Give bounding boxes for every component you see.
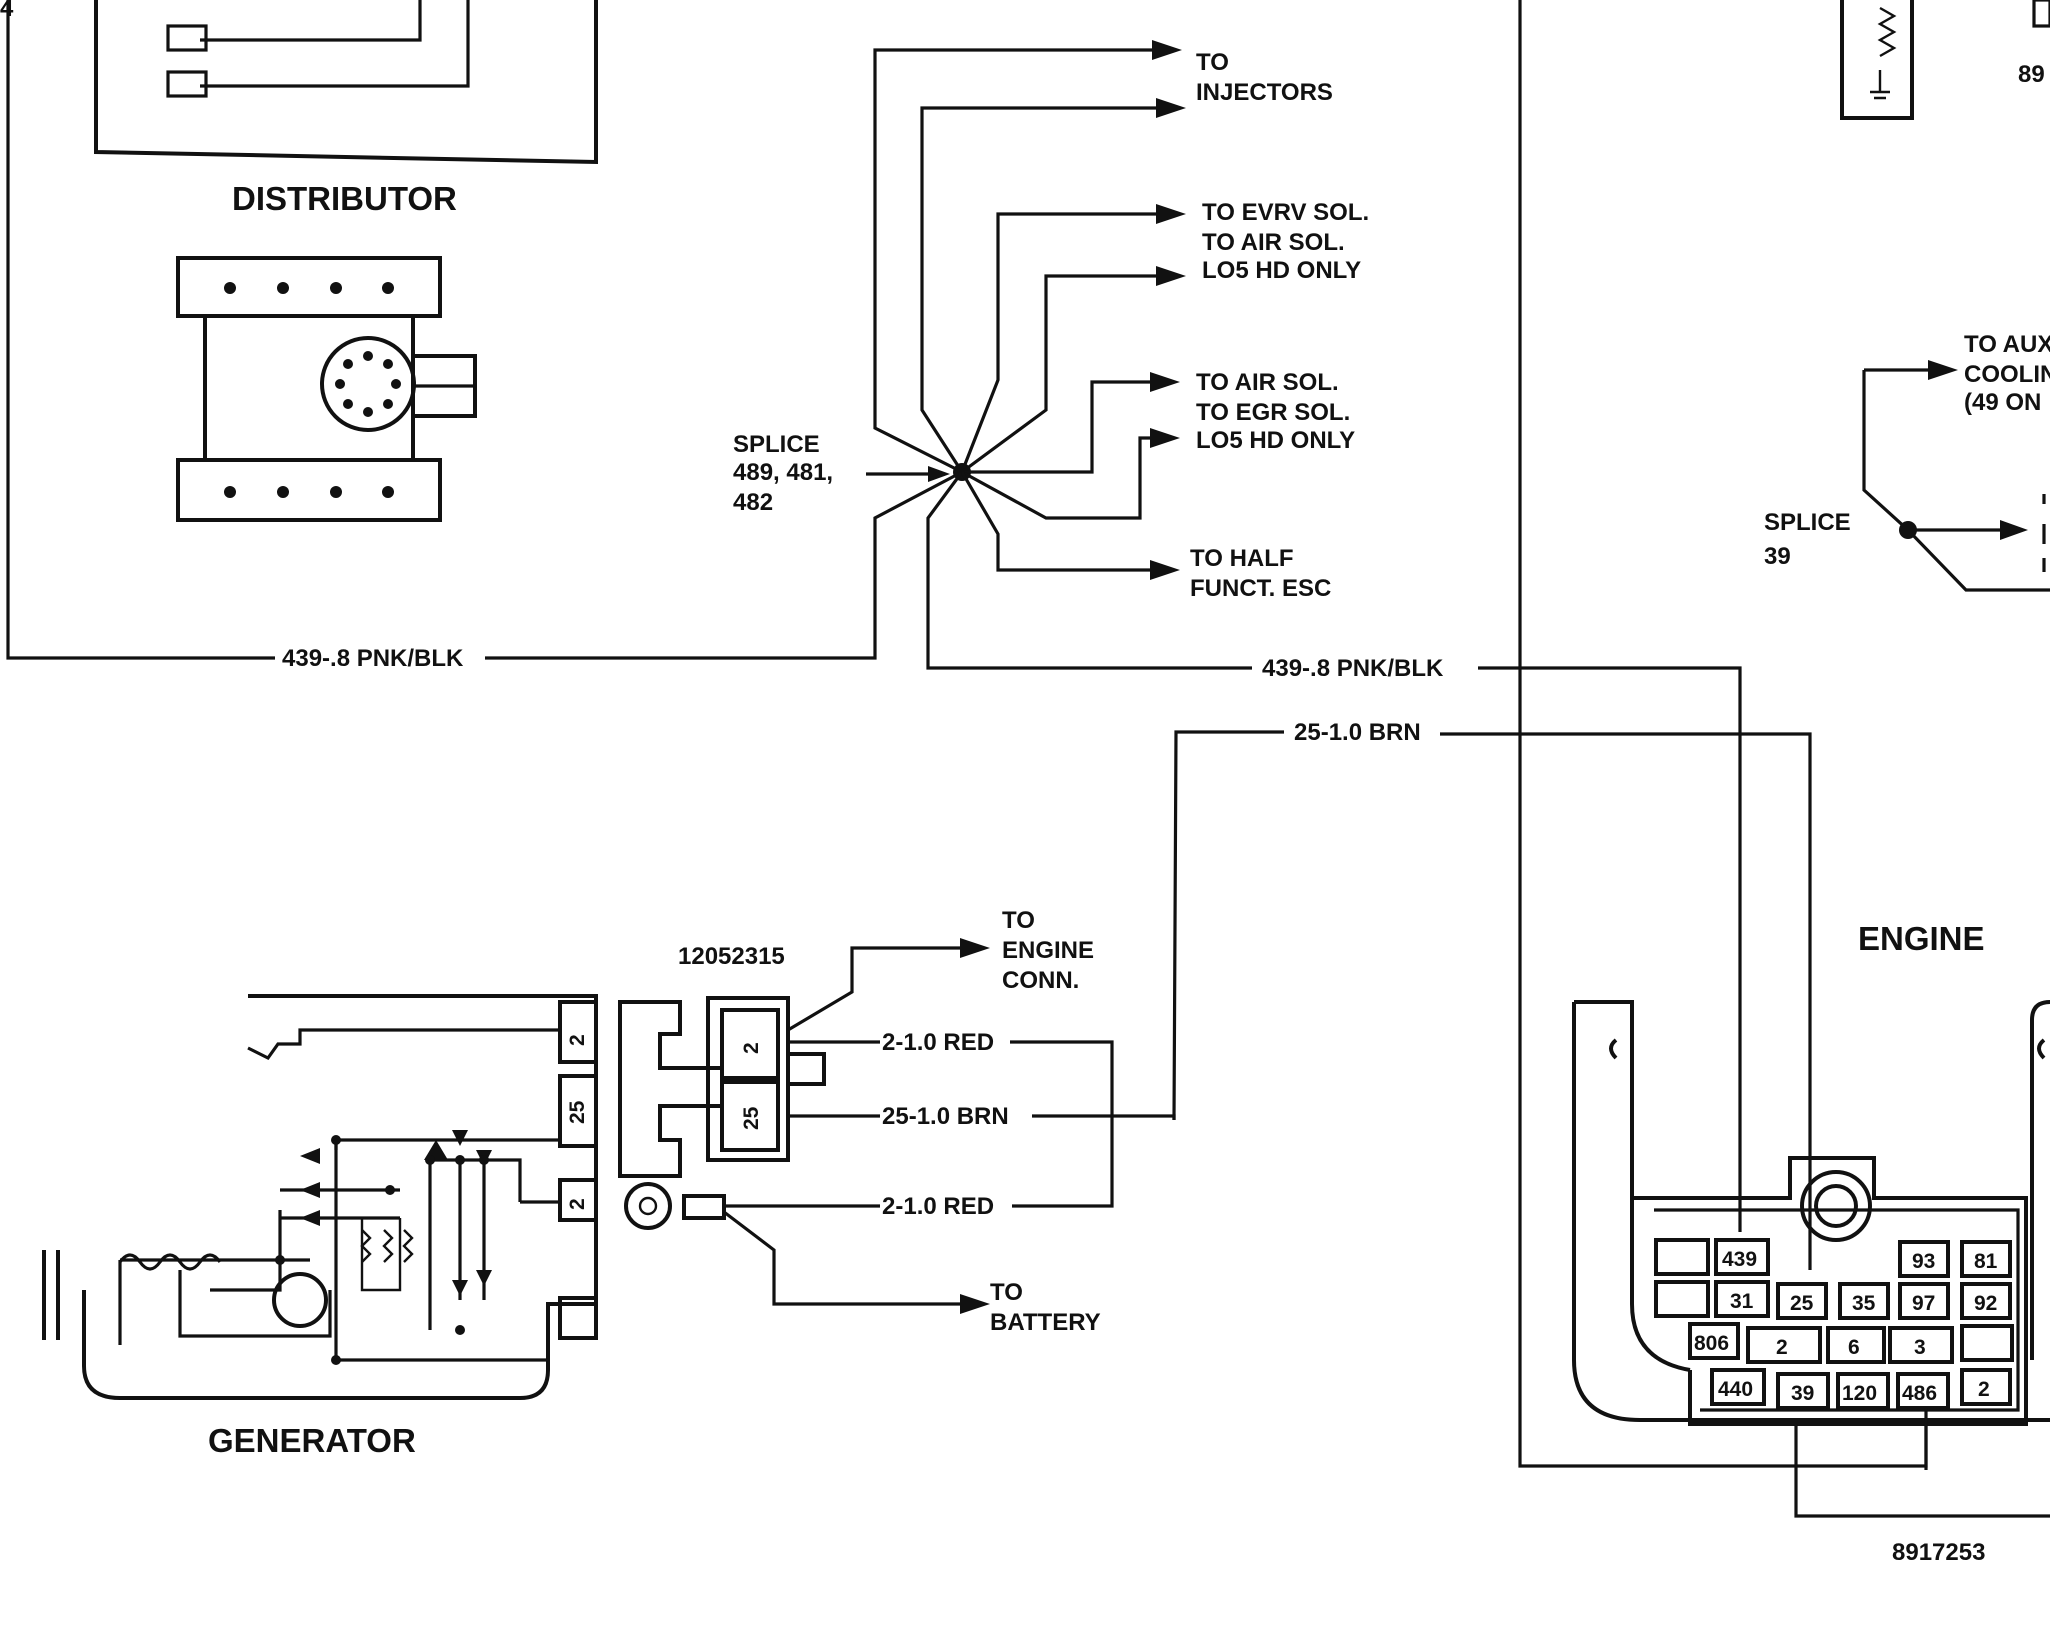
engine-pin-25: 25 bbox=[1790, 1292, 1814, 1315]
wire-red-1: 2-1.0 RED bbox=[882, 1029, 994, 1056]
engine-pin-2-row4: 2 bbox=[1978, 1378, 1990, 1401]
engine-pin-3: 3 bbox=[1914, 1336, 1926, 1359]
generator-label: GENERATOR bbox=[208, 1422, 416, 1459]
distributor: DISTRIBUTOR bbox=[94, 0, 598, 522]
to-battery-label: TO BATTERY bbox=[990, 1279, 1101, 1336]
left-edge-wire: 4 bbox=[0, 0, 275, 660]
wire-pnk-blk-left: 439-.8 PNK/BLK bbox=[282, 645, 464, 672]
to-aux-cooling-label: TO AUX COOLIN (49 ON bbox=[1964, 331, 2050, 416]
gen-pin-2-bottom: 2 bbox=[566, 1198, 589, 1210]
gen-pin-25: 25 bbox=[566, 1100, 589, 1124]
engine-connector: ENGINE 439 93 81 31 25 35 97 92 806 2 bbox=[1572, 920, 2050, 1566]
engine-pin-39: 39 bbox=[1791, 1382, 1814, 1405]
engine-part-number: 8917253 bbox=[1892, 1539, 1985, 1566]
wire-brn-top: 25-1.0 BRN bbox=[1294, 719, 1421, 746]
engine-pin-92: 92 bbox=[1974, 1292, 1997, 1315]
engine-pin-97: 97 bbox=[1912, 1292, 1935, 1315]
engine-pin-31: 31 bbox=[1730, 1290, 1754, 1313]
to-egr-label: TO AIR SOL. TO EGR SOL. LO5 HD ONLY bbox=[1196, 369, 1357, 454]
engine-pin-81: 81 bbox=[1974, 1250, 1998, 1273]
engine-pin-6: 6 bbox=[1848, 1336, 1860, 1359]
distributor-label: DISTRIBUTOR bbox=[232, 180, 457, 217]
generator: 2 25 2 GENERATOR bbox=[42, 994, 598, 1459]
generator-connector: 12052315 2 25 TO ENGINE CONN. 2-1.0 RED … bbox=[618, 907, 1176, 1336]
engine-pin-440: 440 bbox=[1718, 1378, 1753, 1401]
engine-pin-35: 35 bbox=[1852, 1292, 1876, 1315]
splice-main-label: SPLICE 489, 481, 482 bbox=[733, 431, 840, 516]
to-engine-conn-label: TO ENGINE CONN. bbox=[1002, 907, 1101, 994]
splice-main: SPLICE 489, 481, 482 bbox=[485, 40, 1252, 670]
wire-brn-2: 25-1.0 BRN bbox=[882, 1103, 1009, 1130]
to-injectors-label: TO INJECTORS bbox=[1196, 49, 1333, 106]
engine-pin-439: 439 bbox=[1722, 1248, 1757, 1271]
to-evrv-label: TO EVRV SOL. TO AIR SOL. LO5 HD ONLY bbox=[1202, 199, 1376, 284]
distributor-connector bbox=[176, 256, 477, 522]
top-right-fragment: 89 bbox=[2018, 61, 2045, 88]
engine-pin-486: 486 bbox=[1902, 1382, 1937, 1405]
engine-pin-93: 93 bbox=[1912, 1250, 1935, 1273]
engine-pin-2-row3: 2 bbox=[1776, 1336, 1788, 1359]
top-right-component: 89 bbox=[1840, 0, 2050, 120]
conn-pin-2: 2 bbox=[740, 1042, 763, 1054]
splice-39-label: SPLICE 39 bbox=[1764, 509, 1857, 570]
wire-pnk-blk-right: 439-.8 PNK/BLK bbox=[1262, 655, 1444, 682]
engine-pin-120: 120 bbox=[1842, 1382, 1877, 1405]
splice-39: SPLICE 39 TO AUX COOLIN (49 ON bbox=[1764, 331, 2050, 592]
to-half-funct-label: TO HALF FUNCT. ESC bbox=[1190, 545, 1331, 602]
conn-pin-25: 25 bbox=[740, 1106, 763, 1130]
engine-label: ENGINE bbox=[1858, 920, 1985, 957]
left-edge-fragment: 4 bbox=[0, 0, 14, 22]
connector-part-number: 12052315 bbox=[678, 943, 785, 970]
gen-pin-2-top: 2 bbox=[566, 1034, 589, 1046]
wire-red-3: 2-1.0 RED bbox=[882, 1193, 994, 1220]
engine-pin-806: 806 bbox=[1694, 1332, 1729, 1355]
